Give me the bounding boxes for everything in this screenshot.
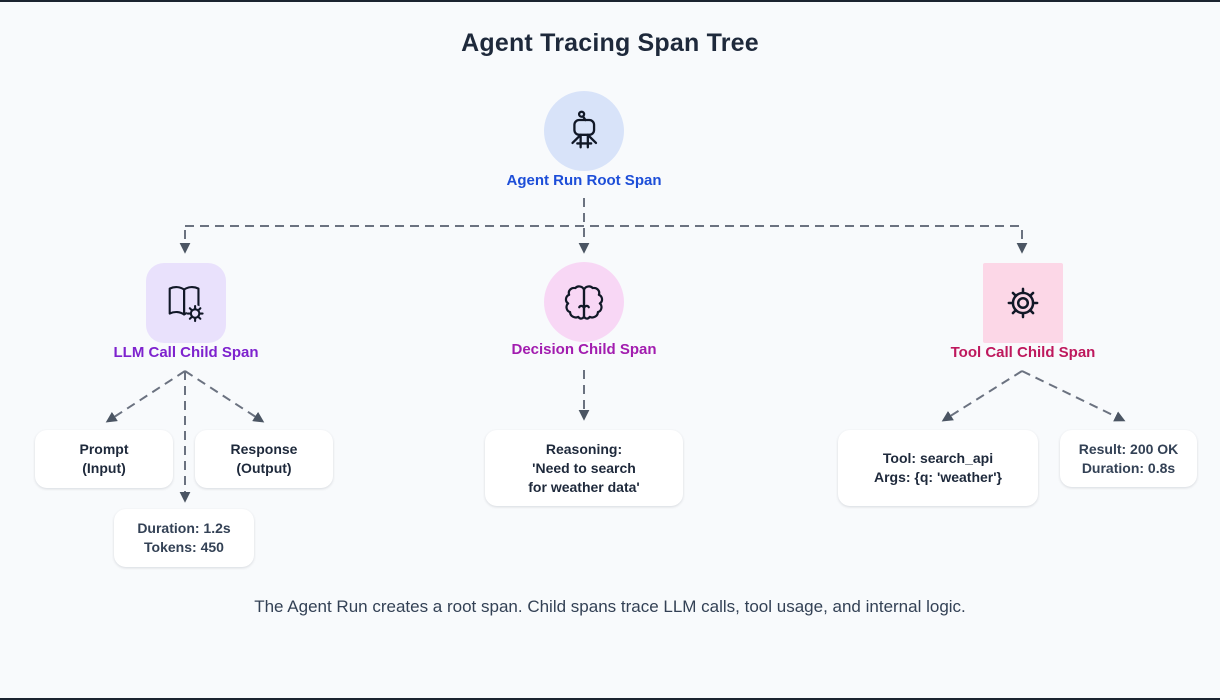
brain-icon xyxy=(564,285,604,320)
gear-icon xyxy=(1007,287,1039,319)
tool-call-span-node xyxy=(983,263,1063,343)
llm-to-prompt-line xyxy=(105,370,186,423)
llm-to-response-line xyxy=(184,370,265,423)
tool-to-args-line xyxy=(941,370,1023,422)
leaf-line: 'Need to search xyxy=(532,459,636,476)
tool-to-result-line xyxy=(1021,370,1126,422)
diagram-caption: The Agent Run creates a root span. Child… xyxy=(254,597,966,616)
leaf-line: Duration: 0.8s xyxy=(1081,459,1176,476)
leaf-tool-args: Tool: search_api Args: {q: 'weather'} xyxy=(838,430,1038,506)
leaf-line: (Output) xyxy=(236,460,292,476)
window-top-edge xyxy=(0,0,1220,2)
llm-call-span-label: LLM Call Child Span xyxy=(113,344,259,361)
leaf-line: Reasoning: xyxy=(545,440,623,457)
window-bottom-edge xyxy=(0,698,1220,700)
leaf-line: Prompt xyxy=(79,441,129,457)
root-span-node xyxy=(544,91,624,171)
llm-call-span-node xyxy=(146,263,226,343)
leaf-llm-metrics: Duration: 1.2s Tokens: 450 xyxy=(114,509,254,567)
leaf-line: Response xyxy=(230,441,298,457)
leaf-line: (Input) xyxy=(82,460,126,476)
leaf-line: Result: 200 OK xyxy=(1078,440,1179,457)
leaf-response-output: Response (Output) xyxy=(195,430,333,488)
robot-icon xyxy=(571,110,598,149)
leaf-line: for weather data' xyxy=(528,478,640,495)
book-gear-icon xyxy=(168,286,204,323)
tool-call-span-label: Tool Call Child Span xyxy=(950,344,1096,361)
leaf-tool-result: Result: 200 OK Duration: 0.8s xyxy=(1060,430,1197,487)
diagram-title: Agent Tracing Span Tree xyxy=(461,29,759,57)
leaf-line: Args: {q: 'weather'} xyxy=(873,469,1003,485)
leaf-line: Tokens: 450 xyxy=(144,539,224,555)
leaf-prompt-input: Prompt (Input) xyxy=(35,430,173,488)
wire-group xyxy=(105,198,1126,503)
leaf-reasoning: Reasoning: 'Need to search for weather d… xyxy=(485,430,683,506)
root-span-label: Agent Run Root Span xyxy=(506,172,662,189)
decision-span-node xyxy=(544,262,624,342)
decision-span-label: Decision Child Span xyxy=(511,341,657,358)
leaf-line: Tool: search_api xyxy=(882,450,994,466)
leaf-line: Duration: 1.2s xyxy=(137,520,231,536)
